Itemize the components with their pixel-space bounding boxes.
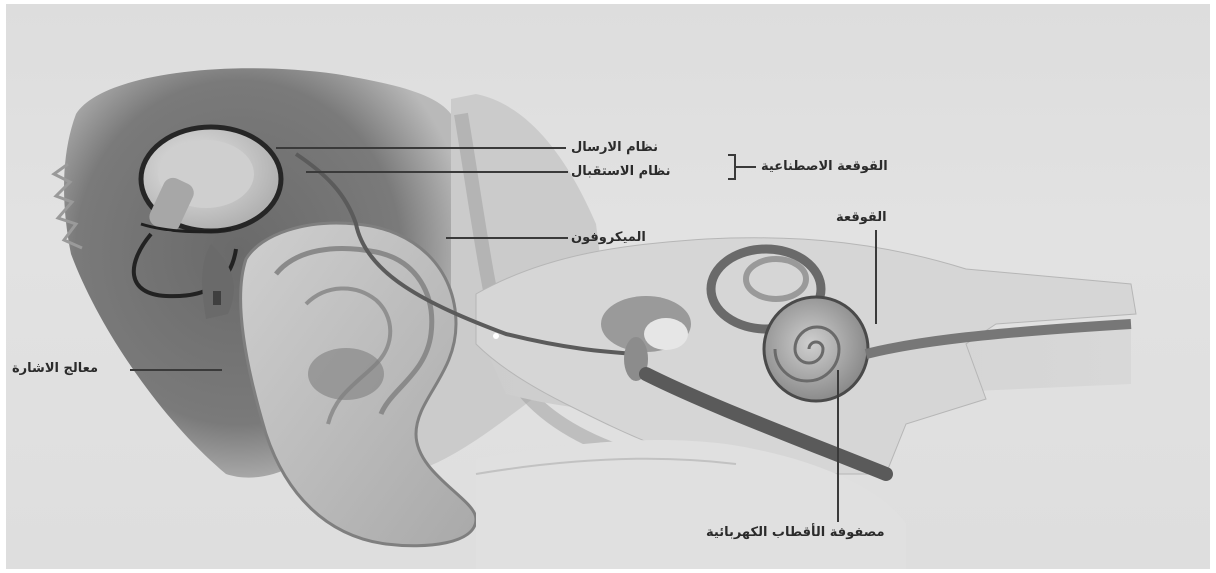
- ossicle: [644, 318, 688, 350]
- marker-dot: [493, 333, 499, 339]
- leader-transmitter: [276, 147, 566, 149]
- leader-cochlea: [875, 230, 877, 324]
- leader-microphone: [446, 237, 568, 239]
- label-transmitter: نظام الارسال: [571, 140, 658, 155]
- processor-button: [213, 291, 221, 305]
- label-implant-group: القوقعة الاصطناعية: [761, 159, 888, 174]
- leader-electrode-array: [837, 370, 839, 522]
- bracket-connector: [736, 166, 756, 168]
- concha: [308, 348, 384, 400]
- cochlear-implant-illustration: نظام الارسال نظام الاستقبال القوقعة الاص…: [6, 4, 1210, 569]
- ear-anatomy-drawing: [6, 4, 1210, 569]
- label-microphone: الميكروفون: [571, 230, 646, 245]
- cochlea-shape: [764, 297, 868, 401]
- leader-processor: [130, 369, 222, 371]
- bracket-bottom: [728, 178, 736, 180]
- leader-receiver: [306, 171, 568, 173]
- label-cochlea: القوقعة: [836, 210, 887, 225]
- label-receiver: نظام الاستقبال: [571, 164, 671, 179]
- label-electrode-array: مصفوفة الأقطاب الكهربائية: [706, 525, 885, 540]
- label-processor: معالج الاشارة: [12, 361, 98, 376]
- bracket-top: [728, 154, 736, 156]
